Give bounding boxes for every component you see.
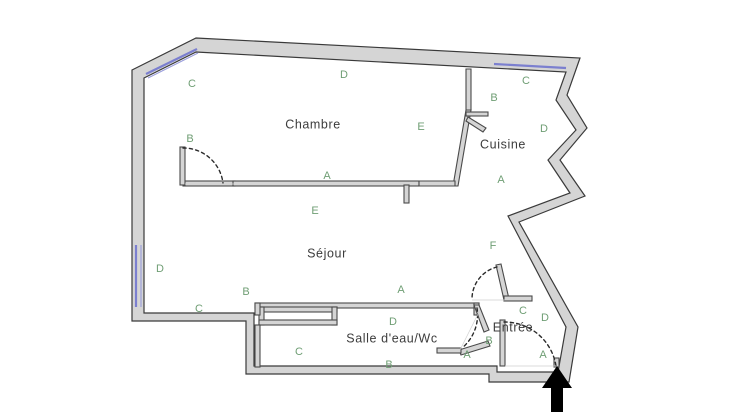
door-leaf-cuisine [465, 116, 487, 133]
letter-label: C [522, 75, 530, 87]
door-swings [182, 147, 557, 367]
letter-label: A [539, 349, 547, 361]
letter-label: B [186, 133, 193, 145]
wall-salledeau-west-stub [254, 302, 261, 316]
windows [134, 48, 567, 307]
letter-label: A [463, 349, 471, 361]
letter-label: A [397, 284, 405, 296]
wall-closet-top [258, 319, 338, 326]
letter-label: B [485, 335, 492, 347]
wall-cuisine-west-upper [465, 68, 472, 111]
threshold-salledeau [459, 311, 480, 351]
letter-label: D [156, 263, 164, 275]
interior-walls [179, 68, 560, 368]
window-top-left [145, 48, 198, 75]
window-top-left-inner [147, 52, 199, 79]
wall-salledeau-west [254, 324, 261, 368]
letter-label: C [188, 78, 196, 90]
wall-chambre-sejour-left [182, 180, 236, 187]
arrow-glyph [542, 366, 572, 412]
letter-label: B [490, 92, 497, 104]
room-label-sejour: Séjour [307, 246, 347, 260]
room-label-entree: Entrée [493, 320, 533, 334]
letter-annotations: C D C B E D B A A E F D B A C C D D B C … [156, 69, 549, 371]
room-label-cuisine: Cuisine [480, 137, 526, 151]
wall-closet-bottom [258, 306, 338, 313]
letter-label: C [519, 305, 527, 317]
letter-label: D [541, 312, 549, 324]
wall-cuisine-west-diagonal [452, 109, 472, 187]
letter-label: A [323, 170, 331, 182]
letter-label: C [295, 346, 303, 358]
wall-cuisine-door-head [465, 111, 489, 117]
letter-label: C [195, 303, 203, 315]
door-arc-chambre [182, 147, 224, 184]
letter-label: B [385, 359, 392, 371]
wall-entree-north [503, 295, 533, 302]
letter-label: A [497, 174, 505, 186]
letter-label: D [340, 69, 348, 81]
wall-entree-west-jamb [499, 319, 506, 367]
letter-label: B [242, 286, 249, 298]
wall-salledeau-east-stub [436, 347, 462, 354]
letter-label: E [417, 121, 424, 133]
door-leaf-salledeau-upper [473, 304, 490, 333]
wall-chambre-door-jamb [179, 146, 186, 186]
letter-label: D [540, 123, 548, 135]
exterior-walls [131, 37, 588, 383]
door-leaf-entree-north [495, 263, 510, 301]
letter-label: F [490, 240, 497, 252]
letter-label: D [389, 316, 397, 328]
room-name-labels: Chambre Cuisine Séjour Salle d'eau/Wc En… [285, 117, 533, 345]
window-top-right [493, 62, 567, 70]
wall-cuisine-sejour-bottom [418, 180, 456, 187]
door-arc-entree-main [503, 321, 557, 367]
door-arc-entree-north [471, 266, 498, 300]
letter-label: E [311, 205, 318, 217]
room-label-salle-eau-wc: Salle d'eau/Wc [346, 331, 437, 345]
door-arc-salledeau [461, 307, 479, 349]
threshold-guides [185, 183, 556, 367]
wall-stub-t-junction [403, 184, 410, 204]
room-label-chambre: Chambre [285, 117, 341, 131]
entrance-direction-arrow [542, 366, 572, 412]
